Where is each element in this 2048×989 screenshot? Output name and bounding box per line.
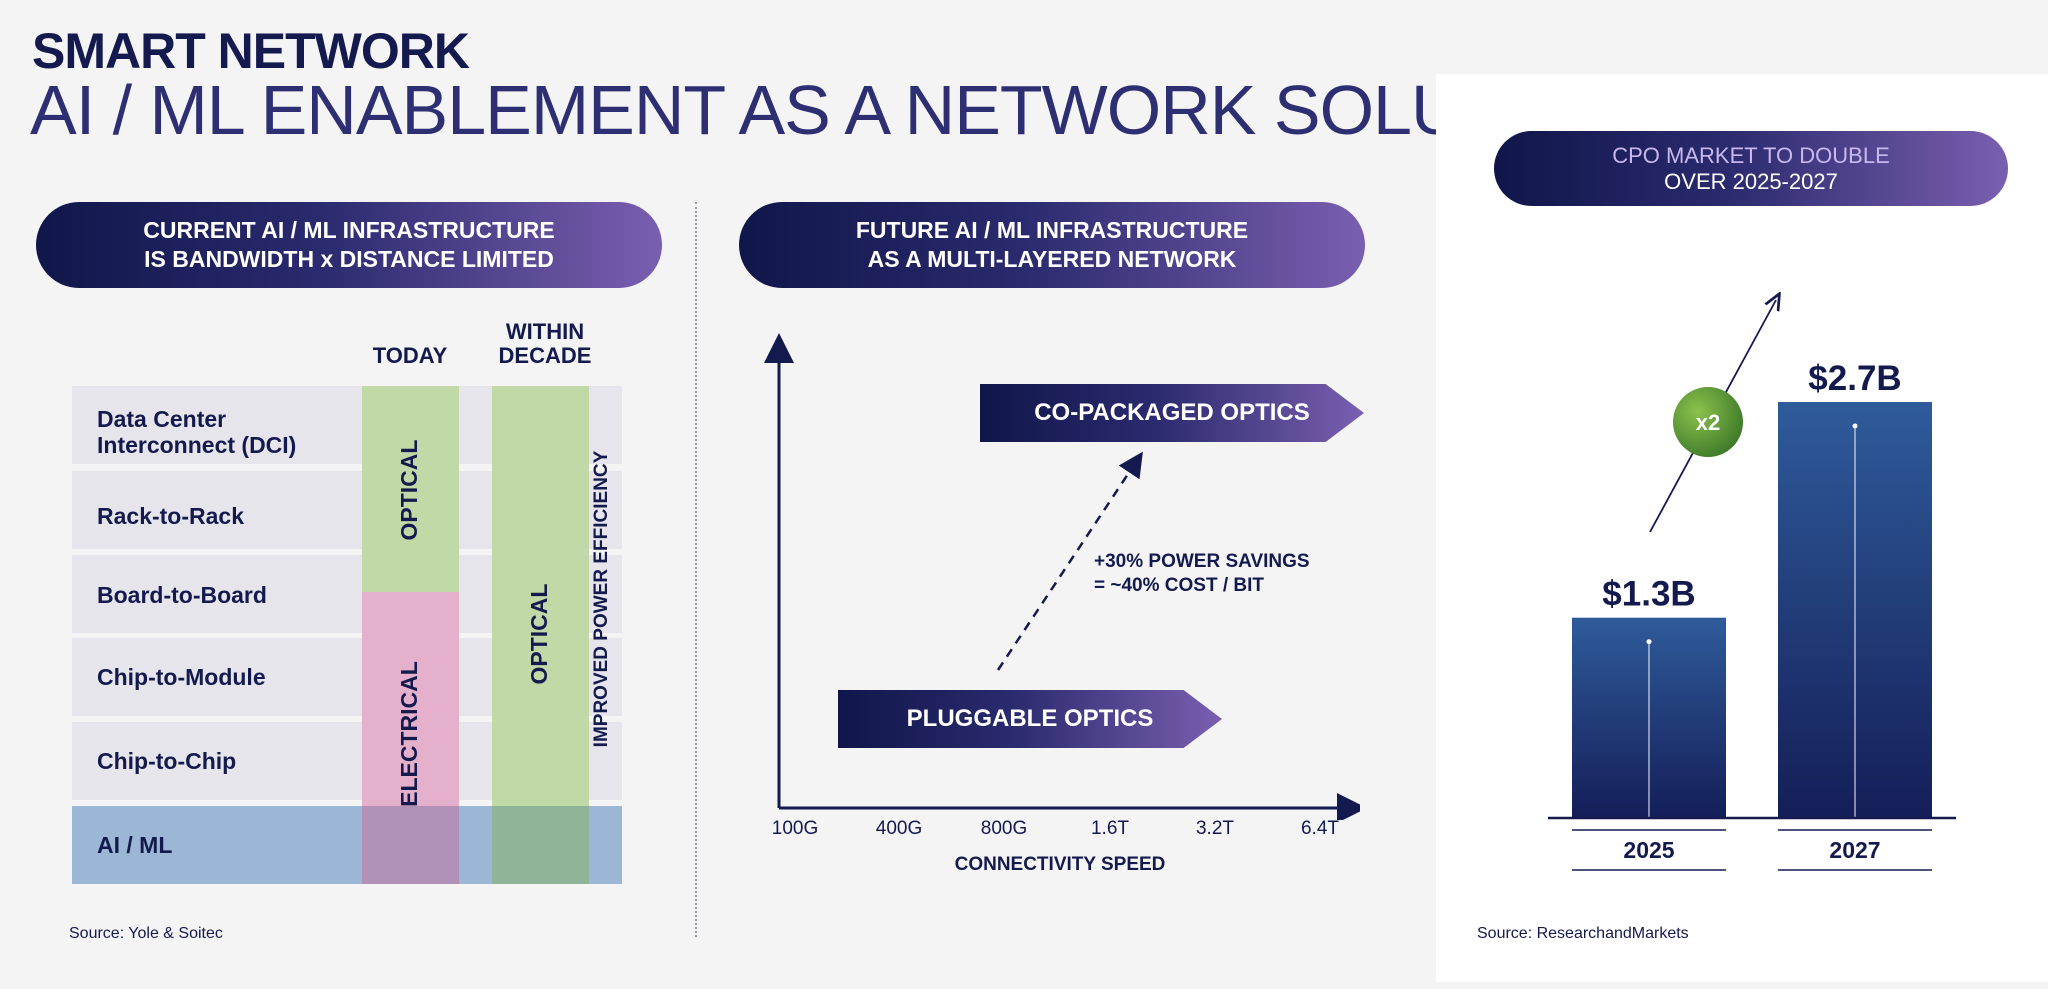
left-header-pill: CURRENT AI / ML INFRASTRUCTURE IS BANDWI…	[36, 202, 662, 288]
multiplier-badge-label: x2	[1696, 410, 1720, 435]
x-tick-1-6t: 1.6T	[1090, 818, 1130, 839]
col-decade-header: WITHIN DECADE	[492, 320, 598, 368]
pluggable-optics-arrow: PLUGGABLE OPTICS	[838, 690, 1222, 748]
power-savings-line2: = ~40% COST / BIT	[1094, 575, 1264, 596]
row-label-dci: Data Center Interconnect (DCI)	[97, 406, 296, 458]
page-subtitle: AI / ML ENABLEMENT AS A NETWORK SOLUTION	[30, 71, 1625, 149]
today-optical-label: OPTICAL	[396, 439, 422, 541]
co-packaged-optics-arrow: CO-PACKAGED OPTICS	[980, 384, 1364, 442]
middle-pill-line2: AS A MULTI-LAYERED NETWORK	[867, 246, 1237, 272]
row-label-aiml: AI / ML	[97, 832, 173, 858]
right-pill-line2: OVER 2025-2027	[1664, 168, 1838, 194]
today-optical-band	[362, 386, 459, 592]
x-axis-label: CONNECTIVITY SPEED	[954, 854, 1166, 875]
decade-optical-label: OPTICAL	[526, 583, 552, 685]
bar-center-dot-2025	[1646, 639, 1652, 645]
power-savings-note: +30% POWER SAVINGS = ~40% COST / BIT	[1094, 550, 1310, 598]
multiplier-badge	[1673, 387, 1743, 457]
bar-value-label-2027: $2.7B	[1808, 359, 1901, 398]
middle-pill-line1: FUTURE AI / ML INFRASTRUCTURE	[855, 217, 1249, 243]
col-decade-line2: DECADE	[498, 343, 592, 368]
left-source: Source: Yole & Soitec	[69, 925, 223, 942]
page-title: SMART NETWORK	[32, 23, 470, 79]
right-header-pill: CPO MARKET TO DOUBLE OVER 2025-2027	[1494, 131, 2008, 206]
row-label-board: Board-to-Board	[97, 582, 267, 608]
efficiency-trend-arrow	[996, 451, 1143, 671]
row-label-chip-chip: Chip-to-Chip	[97, 748, 237, 774]
middle-header-pill: FUTURE AI / ML INFRASTRUCTURE AS A MULTI…	[739, 202, 1365, 288]
right-source: Source: ResearchandMarkets	[1477, 925, 1689, 942]
col-decade-line1: WITHIN	[505, 319, 585, 344]
x-tick-3-2t: 3.2T	[1195, 818, 1235, 839]
middle-axes	[764, 333, 1360, 820]
category-label-2025: 2025	[1623, 837, 1674, 863]
row-label-rack: Rack-to-Rack	[97, 503, 244, 529]
market-bar-chart: $1.3B 2025 $2.7B 2027 x2	[1548, 270, 1956, 871]
today-aiml-cell	[362, 806, 459, 884]
today-electrical-label: ELECTRICAL	[396, 661, 422, 807]
row-label-dci-line1: Data Center	[97, 406, 227, 432]
section-divider	[695, 202, 697, 937]
market-panel	[1436, 74, 2048, 982]
power-savings-line1: +30% POWER SAVINGS	[1094, 551, 1310, 572]
bar-value-label-2025: $1.3B	[1602, 575, 1695, 614]
x-tick-400g: 400G	[875, 818, 923, 839]
x-tick-100g: 100G	[771, 818, 819, 839]
decade-optical-band	[492, 386, 589, 806]
row-label-dci-line2: Interconnect (DCI)	[97, 432, 297, 458]
x-tick-6-4t: 6.4T	[1300, 818, 1340, 839]
row-label-chip-module: Chip-to-Module	[97, 664, 266, 690]
right-pill-line1: CPO MARKET TO DOUBLE	[1612, 142, 1890, 168]
bar-center-dot-2027	[1852, 423, 1858, 429]
today-electrical-band	[362, 592, 459, 806]
left-pill-line2: IS BANDWIDTH x DISTANCE LIMITED	[144, 246, 554, 272]
col-today-header: TODAY	[372, 343, 448, 368]
x-tick-800g: 800G	[980, 818, 1028, 839]
y-axis-label: IMPROVED POWER EFFICIENCY	[591, 450, 612, 748]
left-pill-line1: CURRENT AI / ML INFRASTRUCTURE	[143, 217, 555, 243]
decade-aiml-cell	[492, 806, 589, 884]
category-label-2027: 2027	[1829, 837, 1880, 863]
